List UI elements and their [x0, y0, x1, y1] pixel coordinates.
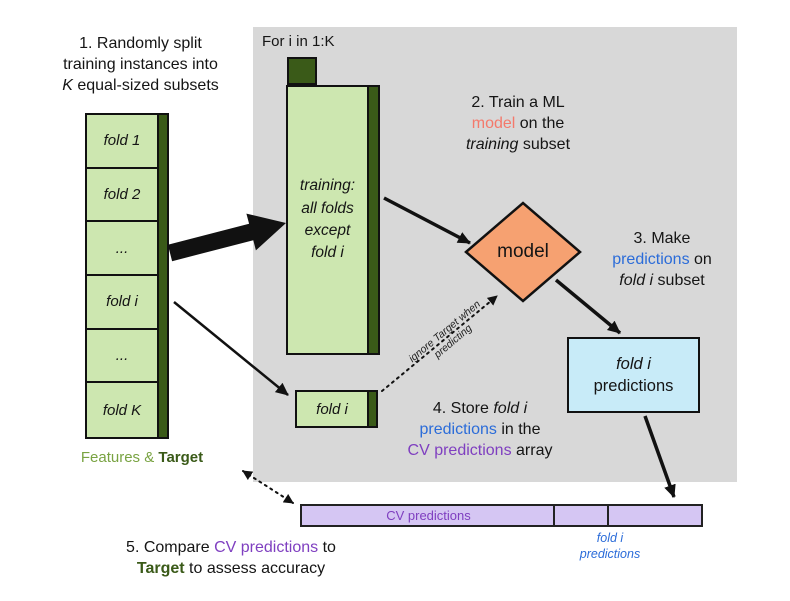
fold-i-target-strip	[367, 392, 376, 426]
fold-row-ellipsis-1: ...	[87, 222, 167, 276]
step5-cv-predictions-word: CV predictions	[214, 539, 319, 556]
features-target-caption: Features & Target	[52, 448, 232, 468]
features-label: Features &	[80, 449, 159, 466]
step1-line1: 1. Randomly split	[79, 35, 202, 52]
fold-row-ellipsis-2-label: ...	[115, 346, 129, 364]
step4-line3: CV predictions array	[407, 442, 553, 460]
step1-line3: K equal-sized subsets	[62, 77, 219, 95]
fold-row-i-label: fold i	[106, 293, 138, 311]
model-diamond-label: model	[497, 241, 549, 262]
step4-cv-predictions-word: CV predictions	[407, 442, 512, 460]
step4-predictions-word: predictions	[419, 421, 497, 439]
step2-model-word: model	[471, 115, 516, 133]
fold-row-1-label: fold 1	[103, 132, 141, 150]
bar-divider-2	[607, 506, 609, 525]
training-target-strip	[367, 87, 378, 353]
fold-row-ellipsis-1-label: ...	[115, 239, 129, 257]
step3-line2: predictions on	[612, 251, 712, 269]
cv-predictions-bar: CV predictions	[300, 504, 703, 527]
step5-target-word: Target	[136, 560, 185, 578]
step5-line2: Target to assess accuracy	[136, 560, 326, 578]
step1-line2: training instances into	[63, 56, 218, 74]
fold-row-k-label: fold K	[102, 401, 142, 419]
step3-line1: 3. Make	[633, 230, 691, 247]
fold-row-1: fold 1	[87, 115, 167, 169]
fold-row-ellipsis-2: ...	[87, 330, 167, 384]
step3-line3: fold i subset	[619, 272, 705, 290]
step5-caption: 5. Compare CV predictions to Target to a…	[100, 537, 362, 579]
step2-line1: 2. Train a ML	[471, 94, 565, 111]
bar-divider-1	[553, 506, 555, 525]
fold-row-k: fold K	[87, 383, 167, 437]
fold-stack: fold 1 fold 2 ... fold i ... fold K	[85, 113, 169, 439]
fold-row-i: fold i	[87, 276, 167, 330]
target-label: Target	[158, 449, 204, 466]
target-column-strip	[157, 115, 167, 437]
step2-line3: training subset	[465, 136, 571, 154]
fold-i-box-label: fold i	[316, 400, 348, 418]
training-subset-box: training: all folds except fold i	[286, 85, 380, 355]
training-subset-label: training: all folds except fold i	[299, 177, 356, 262]
fold-row-2-label: fold 2	[103, 185, 141, 203]
target-header-box	[287, 57, 317, 85]
step3-caption: 3. Make predictions on fold i subset	[598, 228, 726, 291]
pred-box-line2: predictions	[593, 377, 674, 395]
fold-i-predictions-caption: fold i predictions	[579, 531, 641, 561]
step5-line1: 5. Compare CV predictions to	[126, 539, 336, 556]
step2-caption: 2. Train a ML model on the training subs…	[437, 92, 599, 155]
step3-predictions-word: predictions	[612, 251, 690, 269]
fold-row-2: fold 2	[87, 169, 167, 223]
step4-line2: predictions in the	[419, 421, 541, 439]
step2-line2: model on the	[471, 115, 565, 133]
fold-i-box: fold i	[295, 390, 378, 428]
step4-caption: 4. Store fold i predictions in the CV pr…	[396, 398, 564, 461]
step1-caption: 1. Randomly split training instances int…	[38, 33, 243, 96]
loop-header-label: For i in 1:K	[262, 33, 335, 50]
step4-line1: 4. Store fold i	[432, 400, 528, 417]
pred-box-line1: fold i	[616, 354, 651, 373]
fold-i-predictions-box: fold i predictions	[567, 337, 700, 413]
cv-predictions-bar-label: CV predictions	[386, 508, 471, 523]
